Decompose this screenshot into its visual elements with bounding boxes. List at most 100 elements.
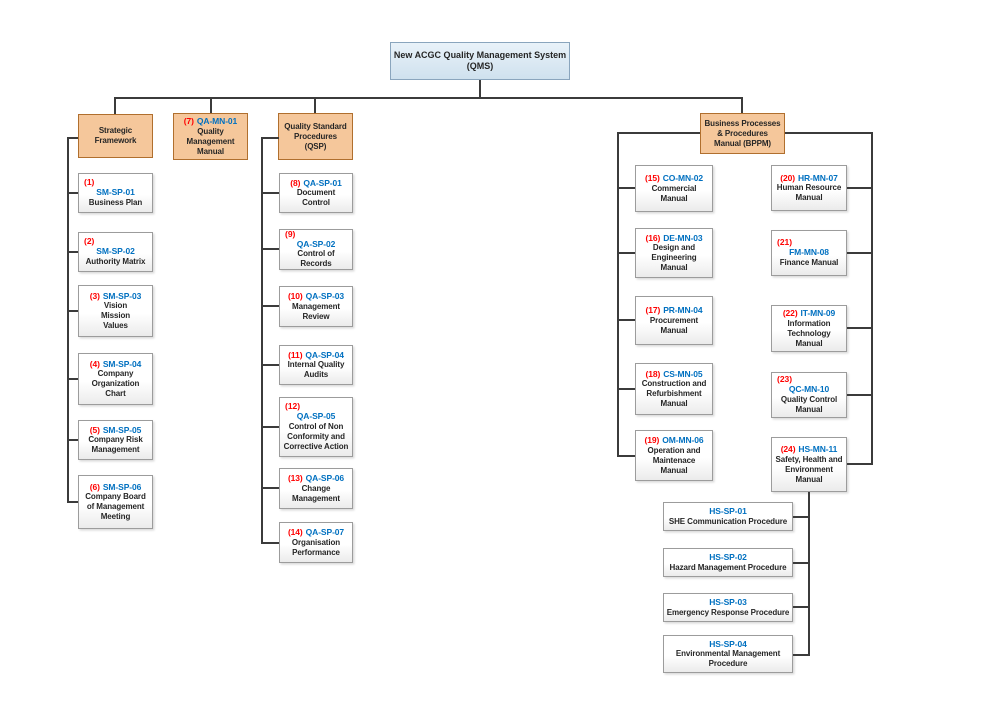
item-number: (22) <box>782 308 798 319</box>
connector-line <box>617 252 635 254</box>
item-number: (19) <box>644 435 660 446</box>
item-code-line: (8)QA-SP-01 <box>290 178 342 189</box>
item-code: QC-MN-10 <box>788 384 830 395</box>
item-number: (8) <box>290 177 301 188</box>
item-title: Control of Records <box>297 249 335 269</box>
connector-line <box>67 251 78 253</box>
item-code-line: SM-SP-02 <box>96 246 135 257</box>
item-code: IT-MN-09 <box>800 308 836 319</box>
connector-line <box>617 388 635 390</box>
connector-line <box>793 654 808 656</box>
item-code-line: (17)PR-MN-04 <box>645 305 702 316</box>
item-title: Design and Engineering Manual <box>651 243 697 273</box>
item-code-line: QC-MN-10 <box>789 384 829 395</box>
item-title: Company Risk Management <box>88 435 143 455</box>
item-number: (3) <box>89 290 100 301</box>
item-code: HS-MN-11 <box>798 444 838 455</box>
item-number: (12) <box>285 401 301 412</box>
item-code-line: (15)CO-MN-02 <box>645 173 703 184</box>
item-title: Finance Manual <box>779 257 839 267</box>
item-code-line: (13)QA-SP-06 <box>288 473 344 484</box>
item-number: (11) <box>288 349 303 360</box>
connector-line <box>847 327 871 329</box>
item-code: QA-SP-02 <box>296 238 336 249</box>
item-code: HS-SP-02 <box>709 552 747 563</box>
connector-line <box>617 319 635 321</box>
item-code-line: SM-SP-01 <box>96 187 135 198</box>
item-title: Quality Management Manual <box>186 126 235 156</box>
item-code: HS-SP-03 <box>709 597 747 608</box>
item-code-line: (10)QA-SP-03 <box>288 291 344 302</box>
item-code: SM-SP-06 <box>102 481 142 492</box>
item-code-line: (5)SM-SP-05 <box>90 425 142 436</box>
item-code: SM-SP-05 <box>102 424 142 435</box>
item-code: CS-MN-05 <box>663 368 703 379</box>
item-title: Organisation Performance <box>291 537 341 557</box>
connector-line <box>67 137 69 503</box>
item-number: (10) <box>287 291 303 302</box>
item-code-line: (4)SM-SP-04 <box>90 359 142 370</box>
item-code-line: (24)HS-MN-11 <box>781 444 838 455</box>
item-code-line: (14)QA-SP-07 <box>288 527 344 538</box>
item-code-line: (22)IT-MN-09 <box>783 308 835 319</box>
item-title: Authority Matrix <box>85 256 146 266</box>
item-title: Information Technology Manual <box>787 318 831 348</box>
connector-line <box>793 562 808 564</box>
connector-line <box>67 137 78 139</box>
connector-line <box>67 439 78 441</box>
connector-line <box>808 492 810 656</box>
connector-line <box>261 137 263 544</box>
item-number: (21) <box>777 237 793 248</box>
item-title: Business Processes & Procedures Manual (… <box>704 118 781 148</box>
item-title: Commercial Manual <box>651 183 697 203</box>
item-code-line: HS-SP-01 <box>709 506 747 517</box>
item-title: Strategic Framework <box>94 126 137 145</box>
connector-line <box>261 137 279 139</box>
item-code: FM-MN-08 <box>789 247 829 258</box>
header-bppm: Business Processes & Procedures Manual (… <box>700 113 785 154</box>
item-code-line: QA-SP-05 <box>297 411 336 422</box>
connector-line <box>793 606 808 608</box>
item-number: (9) <box>285 228 296 239</box>
item-code-line: (11)QA-SP-04 <box>288 350 344 361</box>
connector-line <box>314 97 316 113</box>
item-code: SM-SP-03 <box>102 290 142 301</box>
connector-line <box>261 426 279 428</box>
item-code-line: (18)CS-MN-05 <box>645 369 702 380</box>
item-number: (13) <box>287 473 303 484</box>
item-title: Operation and Maintenace Manual <box>647 445 701 475</box>
connector-line <box>67 192 78 194</box>
item-code: QA-SP-01 <box>303 177 342 188</box>
item-code: QA-MN-01 <box>196 116 238 127</box>
item-title: Hazard Management Procedure <box>669 562 787 572</box>
item-title: Emergency Response Procedure <box>666 607 790 617</box>
item-code-line: QA-SP-02 <box>296 238 336 250</box>
connector-line <box>67 310 78 312</box>
header-quality-standard-procedures: Quality Standard Procedures (QSP) <box>278 113 353 160</box>
item-title: Human Resource Manual <box>776 183 842 203</box>
item-code: SM-SP-02 <box>96 246 135 257</box>
item-title: Procurement Manual <box>649 315 699 335</box>
item-number: (6) <box>89 481 100 492</box>
item-code: PR-MN-04 <box>663 305 703 316</box>
item-number: (7) <box>183 116 194 127</box>
item-title: Company Board of Management Meeting <box>85 492 146 522</box>
item-code: HS-SP-04 <box>709 638 747 649</box>
connector-line <box>617 132 619 457</box>
connector-line <box>785 132 873 134</box>
